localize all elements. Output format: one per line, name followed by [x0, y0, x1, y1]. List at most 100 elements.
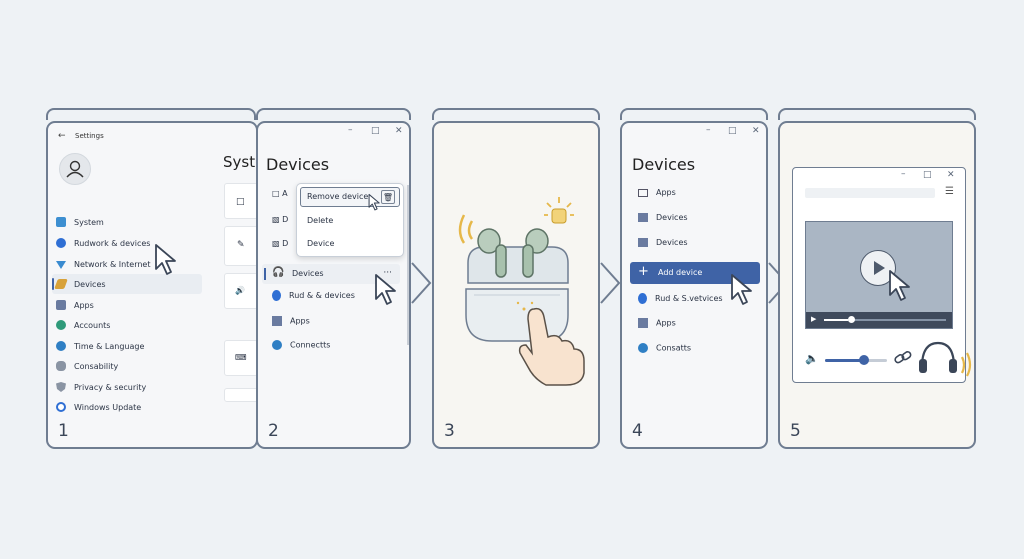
minimize-icon[interactable]: – — [901, 169, 906, 179]
panel-5-tab — [778, 108, 976, 120]
video-controls-bar: ▶ — [806, 312, 952, 328]
avatar[interactable] — [59, 153, 91, 185]
settings-card[interactable]: ✎ — [224, 226, 256, 266]
more-options-icon[interactable]: ··· — [383, 268, 392, 278]
step-3-panel: 3 — [432, 121, 600, 449]
play-icon — [874, 261, 885, 275]
media-player-window: – □ ✕ ☰ ▶ 🔈 — [792, 167, 966, 383]
list-item-apps[interactable]: Apps — [272, 316, 310, 326]
nav-item-gaming[interactable]: Consability — [56, 356, 118, 376]
plus-icon: + — [638, 264, 649, 279]
link-icon[interactable] — [893, 348, 913, 368]
nav-label: Windows Update — [74, 402, 142, 412]
nav-item-bluetooth-devices[interactable]: Rudwork & devices — [56, 233, 150, 253]
row-icon-partial: ▧ D — [272, 239, 289, 248]
trash-icon: 🗑 — [381, 190, 395, 204]
minimize-icon[interactable]: – — [348, 125, 353, 135]
step-number: 2 — [268, 421, 279, 441]
chevron-right-icon — [600, 262, 621, 304]
bluetooth-icon — [272, 290, 281, 301]
person-icon — [66, 160, 84, 178]
wifi-icon — [56, 261, 66, 269]
scrollbar[interactable] — [407, 185, 409, 345]
person-icon — [56, 320, 66, 330]
list-item-bluetooth[interactable]: Rud & & devices — [272, 290, 355, 301]
volume-handle[interactable] — [859, 355, 869, 365]
nav-label: Time & Language — [74, 341, 145, 351]
menu-item-remove-device[interactable]: Remove device 🗑 — [300, 187, 400, 207]
maximize-icon[interactable]: □ — [728, 126, 737, 136]
minimize-icon[interactable]: – — [706, 125, 711, 135]
shield-icon — [56, 382, 66, 392]
page-title: Devices — [632, 155, 696, 174]
nav-item-system[interactable]: System — [56, 212, 104, 232]
selected-indicator — [52, 278, 54, 290]
step-number: 5 — [790, 421, 801, 441]
list-item-connections[interactable]: Connectts — [272, 340, 330, 350]
settings-card[interactable]: □ — [224, 183, 256, 219]
menu-icon[interactable]: ☰ — [945, 186, 954, 197]
list-item-devices[interactable]: 🎧 Devices ··· — [262, 264, 400, 284]
seek-bar[interactable] — [824, 316, 946, 323]
nav-item-devices[interactable]: Devices — [52, 274, 202, 294]
nav-item-apps[interactable]: Apps — [56, 295, 94, 315]
monitor-icon — [638, 188, 648, 197]
close-icon[interactable]: ✕ — [752, 126, 760, 136]
nav-label: System — [74, 217, 104, 227]
list-label: Consatts — [656, 343, 692, 353]
sync-icon — [272, 340, 282, 350]
nav-label: Accounts — [74, 320, 111, 330]
video-area[interactable]: ▶ — [805, 221, 953, 329]
list-label: Devices — [656, 213, 688, 222]
list-item-connections[interactable]: Consatts — [638, 343, 691, 353]
panel-3-tab — [432, 108, 600, 120]
list-item-apps[interactable]: Apps — [638, 318, 676, 328]
list-item-devices[interactable]: Devices — [638, 213, 688, 222]
menu-item-delete[interactable]: Delete — [307, 216, 334, 225]
button-label: Add device — [658, 268, 703, 277]
globe-icon — [56, 341, 66, 351]
list-label: Connectts — [290, 340, 331, 350]
back-arrow-icon[interactable]: ← — [58, 131, 66, 141]
volume-icon[interactable]: 🔈 — [805, 352, 819, 365]
update-icon — [56, 402, 66, 412]
settings-card[interactable] — [224, 388, 256, 402]
nav-item-time-language[interactable]: Time & Language — [56, 336, 144, 356]
volume-slider[interactable] — [825, 355, 887, 365]
row-icon-partial: ▧ D — [272, 215, 289, 224]
add-device-button[interactable]: + Add device — [630, 262, 760, 284]
nav-item-windows-update[interactable]: Windows Update — [56, 397, 141, 417]
step-5-panel: – □ ✕ ☰ ▶ 🔈 — [778, 121, 976, 449]
list-label: Devices — [292, 269, 324, 278]
nav-item-network[interactable]: Network & Internet — [56, 254, 151, 274]
list-label: Rud & & devices — [289, 291, 355, 300]
list-label: Apps — [656, 188, 676, 197]
step-number: 1 — [58, 421, 69, 441]
apps-icon — [272, 316, 282, 326]
chevron-right-icon — [411, 262, 432, 304]
list-item-devices[interactable]: Devices — [638, 238, 688, 247]
close-icon[interactable]: ✕ — [947, 170, 955, 180]
close-icon[interactable]: ✕ — [395, 126, 403, 136]
list-item-bluetooth[interactable]: Rud & S.vetvices — [638, 293, 723, 304]
list-label: Apps — [290, 316, 310, 326]
address-bar[interactable] — [805, 188, 935, 198]
list-item-apps[interactable]: Apps — [638, 188, 676, 197]
menu-item-device[interactable]: Device — [307, 239, 335, 248]
seek-handle[interactable] — [848, 316, 856, 323]
settings-card[interactable]: 🔊 — [224, 273, 256, 309]
maximize-icon[interactable]: □ — [371, 126, 380, 136]
maximize-icon[interactable]: □ — [923, 170, 932, 180]
seek-progress — [824, 319, 849, 321]
settings-card[interactable]: ⌨ — [224, 340, 256, 376]
nav-item-privacy[interactable]: Privacy & security — [56, 377, 146, 397]
laptop-icon: □ — [236, 197, 245, 207]
panel-2-tab — [256, 108, 411, 120]
step-number: 3 — [444, 421, 455, 441]
page-heading: Syste — [223, 153, 256, 171]
row-icon-partial: □ A — [272, 189, 288, 198]
nav-item-accounts[interactable]: Accounts — [56, 315, 110, 335]
mouse-cursor-icon — [155, 244, 176, 275]
pen-icon — [54, 279, 68, 289]
play-small-icon[interactable]: ▶ — [811, 315, 817, 323]
